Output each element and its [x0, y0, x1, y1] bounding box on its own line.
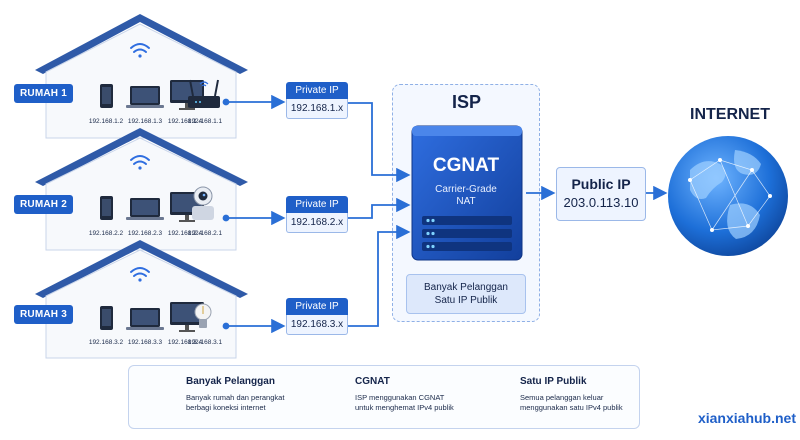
legend-title-public-ip: Satu IP Publik	[520, 376, 587, 387]
public-ip-label: Public IP	[571, 176, 631, 192]
legend-desc-line: Semua pelanggan keluar	[520, 393, 604, 402]
connection-lines	[222, 94, 668, 334]
house-2-label: RUMAH 2	[14, 195, 73, 214]
wifi-icon	[130, 155, 150, 170]
private-ip-box-1: Private IP 192.168.1.x	[286, 82, 348, 119]
laptop-icon	[126, 86, 164, 108]
public-ip-box: Public IP 203.0.113.10	[556, 167, 646, 221]
cgnat-subtitle-line2: NAT	[456, 196, 476, 207]
router-icon	[188, 79, 220, 108]
cgnat-subtitle: Carrier-Grade NAT	[412, 184, 520, 208]
phone-icon	[100, 84, 113, 108]
legend-desc-customers: Banyak rumah dan perangkat berbagi konek…	[186, 393, 284, 413]
legend-title-cgnat: CGNAT	[355, 376, 390, 387]
private-ip-box-2: Private IP 192.168.2.x	[286, 196, 348, 233]
house-1-label: RUMAH 1	[14, 84, 73, 103]
private-ip-value: 192.168.3.x	[286, 315, 348, 335]
legend-desc-line: ISP menggunakan CGNAT	[355, 393, 445, 402]
internet-title: INTERNET	[690, 106, 770, 123]
legend-title-customers: Banyak Pelanggan	[186, 376, 275, 387]
arrow-private1-cgnat	[348, 102, 411, 183]
isp-caption-line1: Banyak Pelanggan	[424, 282, 508, 293]
private-ip-value: 192.168.2.x	[286, 213, 348, 233]
device-ip: 192.168.3.3	[127, 339, 163, 346]
device-ip: 192.168.3.2	[88, 339, 124, 346]
device-ip: 192.168.3.1	[187, 339, 223, 346]
device-ip: 192.168.1.3	[127, 118, 163, 125]
cgnat-server	[411, 125, 523, 261]
camera-icon	[192, 186, 214, 220]
legend-desc-line: untuk menghemat IPv4 publik	[355, 403, 454, 412]
legend-panel	[128, 365, 640, 429]
house-2	[35, 128, 248, 251]
legend-desc-cgnat: ISP menggunakan CGNAT untuk menghemat IP…	[355, 393, 454, 413]
isp-caption: Banyak Pelanggan Satu IP Publik	[406, 274, 526, 314]
private-ip-title: Private IP	[286, 298, 348, 315]
internet-globe-icon	[668, 136, 788, 256]
house-3-label: RUMAH 3	[14, 305, 73, 324]
cgnat-subtitle-line1: Carrier-Grade	[435, 184, 497, 195]
isp-caption-line2: Satu IP Publik	[434, 295, 498, 306]
wifi-icon	[130, 43, 150, 58]
device-ip: 192.168.1.4	[167, 118, 203, 125]
device-ip: 192.168.2.4	[167, 230, 203, 237]
house-3	[35, 240, 248, 359]
legend-desc-public-ip: Semua pelanggan keluar menggunakan satu …	[520, 393, 623, 413]
lightbulb-icon	[194, 303, 212, 328]
site-credit: xianxiahub.net	[697, 410, 796, 426]
arrow-private2-cgnat	[348, 197, 411, 219]
laptop-icon	[126, 308, 164, 330]
device-ip: 192.168.2.3	[127, 230, 163, 237]
monitor-icon	[170, 302, 204, 332]
device-ip: 192.168.1.2	[88, 118, 124, 125]
phone-icon	[100, 196, 113, 220]
device-ip: 192.168.2.2	[88, 230, 124, 237]
laptop-icon	[126, 198, 164, 220]
house-1	[35, 14, 248, 139]
device-ip: 192.168.2.1	[187, 230, 223, 237]
device-ip: 192.168.1.1	[187, 118, 223, 125]
phone-icon	[100, 306, 113, 330]
private-ip-value: 192.168.1.x	[286, 99, 348, 119]
private-ip-title: Private IP	[286, 196, 348, 213]
wifi-icon	[130, 267, 150, 282]
legend-desc-line: Banyak rumah dan perangkat	[186, 393, 285, 402]
private-ip-title: Private IP	[286, 82, 348, 99]
cgnat-title: CGNAT	[432, 155, 500, 176]
isp-title: ISP	[451, 92, 481, 112]
device-ip: 192.168.3.4	[167, 339, 203, 346]
public-ip-value: 203.0.113.10	[563, 195, 639, 210]
legend-desc-line: menggunakan satu IPv4 publik	[520, 403, 623, 412]
legend-desc-line: berbagi koneksi internet	[186, 403, 266, 412]
arrow-private3-cgnat	[348, 224, 411, 327]
private-ip-box-3: Private IP 192.168.3.x	[286, 298, 348, 335]
